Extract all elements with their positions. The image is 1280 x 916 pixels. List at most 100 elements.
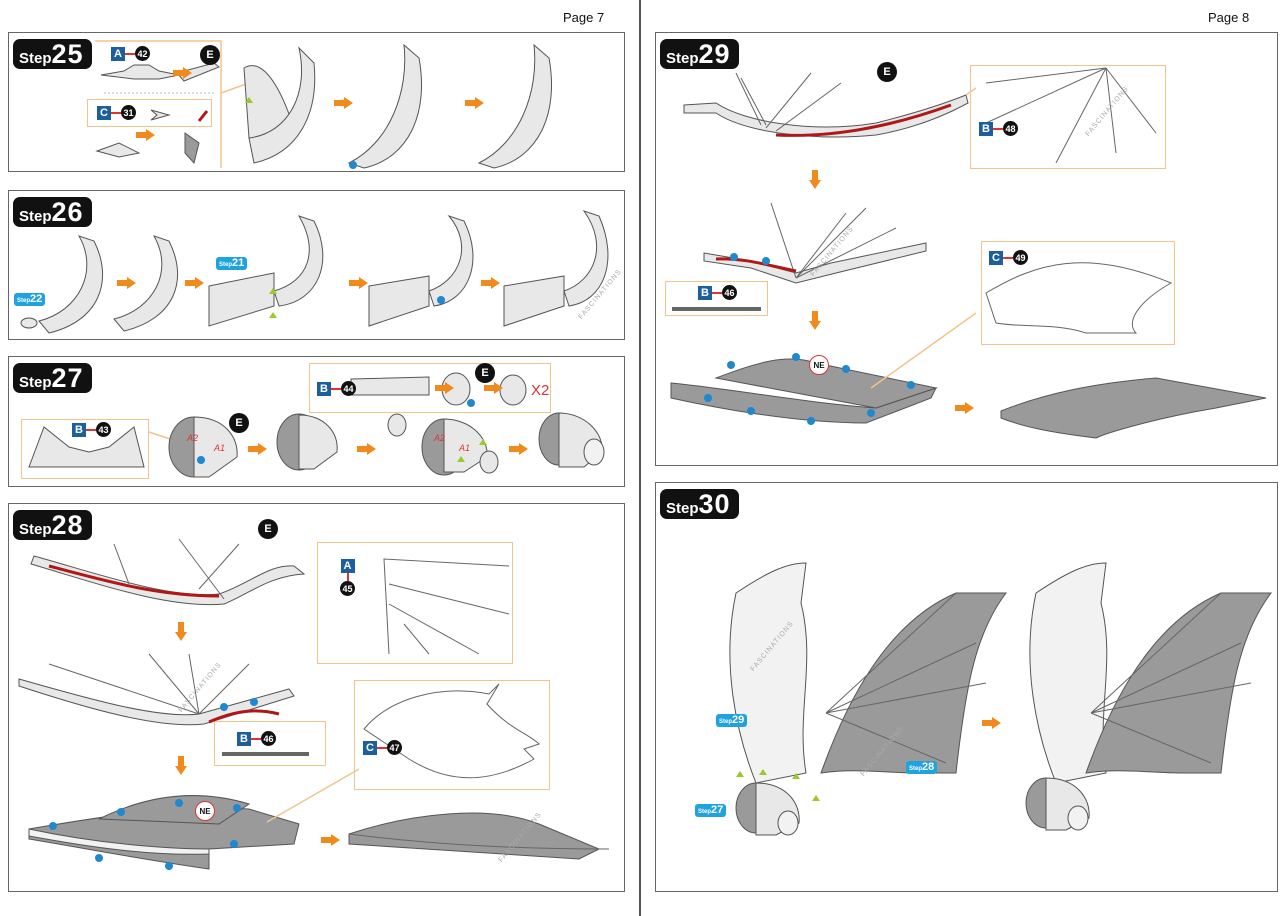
step-27-illustration — [28, 372, 605, 478]
tool-badge-e: E — [877, 62, 897, 82]
sheet-letter: B — [237, 731, 251, 746]
step-word: Step — [19, 521, 52, 538]
tool-badge-e: E — [258, 519, 278, 539]
arrow-right — [349, 277, 368, 289]
part-number: 43 — [96, 422, 111, 437]
arrow-right — [248, 443, 267, 455]
part-number: 31 — [121, 105, 136, 120]
sheet-letter: B — [979, 121, 993, 136]
part-label-a1: A1 — [214, 443, 226, 453]
step-word: Step — [909, 766, 923, 772]
step-word: Step — [19, 208, 52, 225]
arrow-right — [357, 443, 376, 455]
step-number: 30 — [698, 489, 731, 519]
step-28-illustration — [18, 538, 610, 870]
arrow-right — [117, 277, 136, 289]
step-word: Step — [698, 809, 712, 815]
sheet-letter: B — [698, 285, 712, 300]
arrow-right — [465, 97, 484, 109]
part-callout-b46: B 46 — [698, 285, 737, 300]
arrow-right — [982, 717, 1001, 729]
step-29-illustration — [670, 67, 1267, 439]
part-callout-a45: A 45 — [340, 559, 355, 596]
step-number: 25 — [51, 39, 84, 69]
step-number: 27 — [51, 363, 84, 393]
sheet-letter: A — [340, 559, 355, 573]
step-word: Step — [17, 298, 31, 304]
arrow-down — [175, 756, 187, 775]
tool-badge-e: E — [475, 363, 495, 383]
quantity-multiplier: X2 — [531, 382, 550, 399]
step-word: Step — [666, 50, 699, 67]
step-word: Step — [219, 262, 233, 268]
part-number: 46 — [261, 731, 276, 746]
part-callout-a42: A 42 — [111, 46, 150, 61]
tool-badge-e: E — [229, 413, 249, 433]
part-number: 46 — [722, 285, 737, 300]
step-word: Step — [19, 50, 52, 67]
step-26-illustration — [20, 210, 609, 334]
ne-badge: NE — [195, 801, 215, 821]
step-word: Step — [666, 500, 699, 517]
sheet-letter: A — [111, 46, 125, 61]
part-callout-b46: B 46 — [237, 731, 276, 746]
arrow-right — [484, 382, 503, 394]
step-ref-number: 28 — [922, 761, 935, 773]
sheet-letter: C — [97, 105, 111, 120]
step-25-illustration — [95, 40, 553, 169]
arrow-down — [809, 311, 821, 330]
part-number: 44 — [341, 381, 356, 396]
step-ref-number: 27 — [711, 804, 724, 816]
arrow-right — [481, 277, 500, 289]
step-ref-number: 29 — [732, 714, 745, 726]
arrow-down — [809, 170, 821, 189]
page-divider — [639, 0, 641, 916]
arrow-right — [321, 834, 340, 846]
step-number: 28 — [51, 510, 84, 540]
tool-badge-e: E — [200, 45, 220, 65]
sheet-letter: C — [363, 740, 377, 755]
arrow-right — [173, 67, 192, 79]
step-word: Step — [719, 719, 733, 725]
part-callout-c31: C 31 — [97, 105, 136, 120]
step-word: Step — [19, 374, 52, 391]
part-callout-b44: B 44 — [317, 381, 356, 396]
part-label-a1: A1 — [459, 443, 471, 453]
step-number: 26 — [51, 197, 84, 227]
part-number: 42 — [135, 46, 150, 61]
arrow-down — [175, 622, 187, 641]
page-number-right: Page 8 — [1208, 10, 1250, 25]
step-30-illustration — [729, 562, 1272, 836]
part-label-a2: A2 — [434, 433, 446, 443]
part-number: 45 — [340, 581, 355, 596]
part-number: 49 — [1013, 250, 1028, 265]
arrow-right — [509, 443, 528, 455]
sheet-letter: B — [317, 381, 331, 396]
arrow-right — [435, 382, 454, 394]
arrow-right — [136, 129, 155, 141]
ne-badge: NE — [809, 355, 829, 375]
part-label-a2: A2 — [187, 433, 199, 443]
part-inset-c47 — [354, 680, 550, 790]
arrow-right — [185, 277, 204, 289]
part-inset-b48 — [970, 65, 1166, 169]
page-number-left: Page 7 — [563, 10, 605, 25]
